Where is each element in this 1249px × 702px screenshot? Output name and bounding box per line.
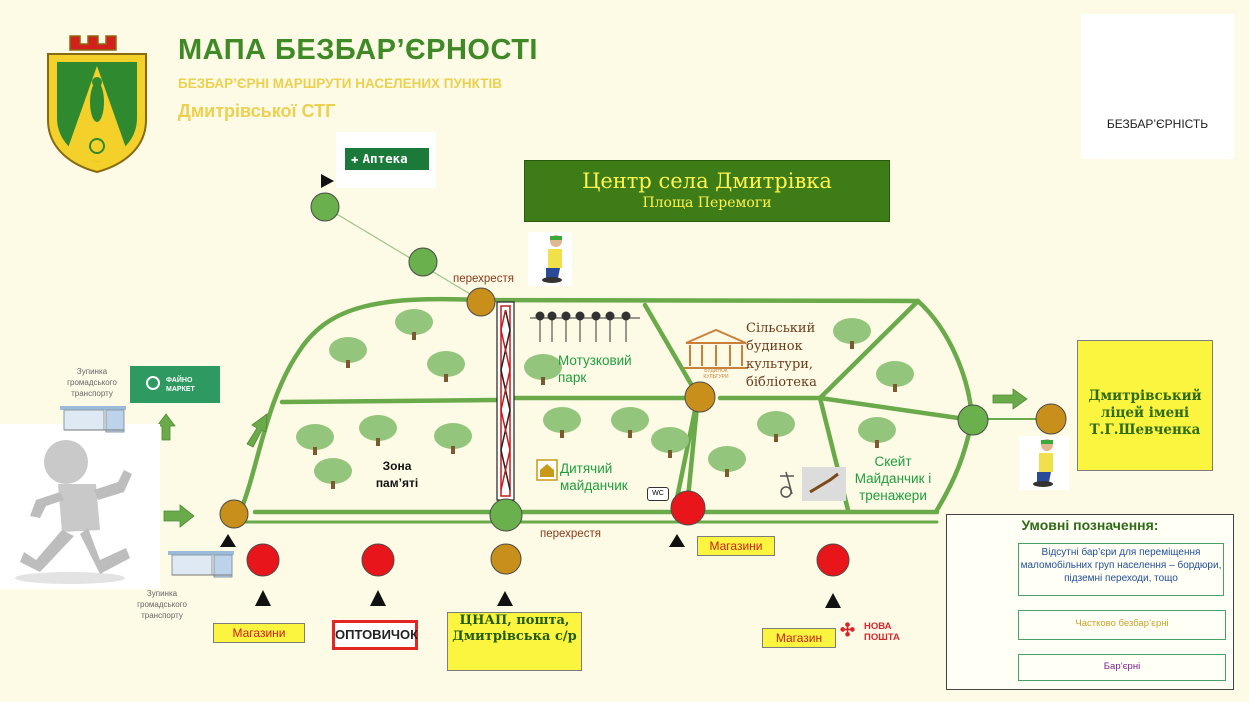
- node-red: [816, 543, 850, 577]
- bus-stop-icon: [60, 406, 126, 433]
- culture-house-label: Сільський будинок культури, бібліотека: [746, 321, 817, 390]
- tree-icon: [524, 354, 562, 385]
- tree-icon: [395, 309, 433, 340]
- path-to-pharmacy: [324, 206, 481, 301]
- crossing-top-label: перехрестя: [453, 273, 514, 285]
- optovychok-sign[interactable]: ОПТОВИЧОК: [332, 620, 418, 650]
- arrow-up-icon: [156, 413, 176, 441]
- ornament-strip: [496, 301, 515, 501]
- fayno-line1: ФАЙНО: [166, 377, 193, 384]
- playground-label: Дитячий майданчик: [560, 461, 628, 493]
- lyceum-card[interactable]: Дмитрівський ліцей імені Т.Г.Шевченка: [1077, 340, 1213, 471]
- tree-icon: [329, 337, 367, 368]
- pharmacy-sign[interactable]: ✚Аптека: [345, 148, 429, 170]
- cnap-card[interactable]: ЦНАП, пошта, Дмитрівська с/р: [447, 612, 582, 671]
- tree-icon: [296, 424, 334, 455]
- running-person-icon: [0, 424, 160, 589]
- node-orange: [684, 381, 716, 413]
- nova-line1: НОВА: [864, 621, 892, 632]
- memory-zone-label: Зона пам’яті: [375, 459, 419, 490]
- tree-icon: [543, 407, 581, 438]
- tree-icon: [876, 361, 914, 392]
- pointer-icon: [255, 590, 271, 606]
- node-orange: [219, 499, 249, 529]
- legend-title: Умовні позначення:: [1021, 517, 1159, 533]
- road-network: [237, 296, 975, 524]
- node-orange: [1035, 403, 1067, 435]
- rope-park-icon: [530, 311, 640, 342]
- gym-equipment-icon: [780, 471, 794, 498]
- tree-icon: [708, 446, 746, 477]
- culture-house-sign: БУДИНОК КУЛЬТУРИ: [703, 368, 729, 380]
- nova-poshta-sign[interactable]: ✣ НОВА ПОШТА: [840, 616, 920, 646]
- legend-panel: Умовні позначення: Відсутні бар’єри для …: [946, 514, 1234, 690]
- shops-left-card[interactable]: Магазини: [213, 623, 305, 643]
- fayno-logo-icon: [146, 376, 160, 390]
- brand-logo-text: БЕЗБАР’ЄРНІСТЬ: [1106, 117, 1209, 131]
- node-orange: [466, 287, 496, 317]
- coat-of-arms: [47, 35, 147, 174]
- bus-stop-icon: [168, 551, 234, 578]
- tree-icon: [611, 407, 649, 438]
- tree-icon: [434, 423, 472, 454]
- tree-icon: [757, 411, 795, 442]
- center-title: Центр села Дмитрівка: [582, 169, 832, 193]
- wheelchair-user-icon: [528, 232, 572, 286]
- center-subtitle: Площа Перемоги: [642, 195, 772, 211]
- legend-red-text: Бар’єрні: [1018, 654, 1226, 681]
- fayno-line2: МАРКЕТ: [166, 386, 195, 393]
- playground-icon: [536, 459, 558, 481]
- tree-icon: [858, 417, 896, 448]
- skate-park-label: Скейт Майданчик і тренажери: [854, 454, 932, 503]
- brand-logo-card: БЕЗБАР’ЄРНІСТЬ: [1081, 14, 1234, 159]
- node-orange: [490, 543, 522, 575]
- pointer-icon: [825, 593, 841, 608]
- arrow-up-right-icon: [246, 413, 268, 448]
- pharmacy-label: Аптека: [362, 151, 408, 166]
- bus-stop-top-label: Зупинка громадського транспорту: [67, 367, 117, 398]
- pointer-icon: [220, 534, 236, 547]
- tree-group: [296, 309, 914, 489]
- page-title: МАПА БЕЗБАР’ЄРНОСТІ: [178, 34, 538, 66]
- pointer-icon: [370, 590, 386, 606]
- fayno-market-sign[interactable]: ФАЙНО МАРКЕТ: [130, 366, 220, 403]
- pointer-icon: [497, 591, 513, 606]
- node-green: [408, 247, 438, 277]
- legend-green-text: Відсутні бар’єри для переміщення маломоб…: [1018, 543, 1224, 596]
- tree-icon: [651, 427, 689, 458]
- node-green: [310, 192, 340, 222]
- direction-arrows: [156, 388, 1028, 528]
- pharmacy-cross-icon: ✚: [351, 151, 359, 166]
- nova-line2: ПОШТА: [864, 632, 900, 643]
- arrow-right-icon: [163, 504, 195, 528]
- node-green: [957, 404, 989, 436]
- node-red: [246, 543, 280, 577]
- arrow-right-icon: [992, 388, 1028, 410]
- lyceum-label: Дмитрівський ліцей імені Т.Г.Шевченка: [1088, 388, 1202, 438]
- culture-house-icon: [684, 328, 748, 369]
- shop-right-card[interactable]: Магазин: [762, 628, 836, 648]
- pointer-icon: [321, 174, 334, 188]
- rope-park-label: Мотузковий парк: [558, 353, 632, 385]
- tree-icon: [833, 318, 871, 349]
- skate-icon: [802, 467, 846, 501]
- nova-poshta-logo-icon: ✣: [840, 620, 856, 640]
- tree-icon: [427, 351, 465, 382]
- node-green: [489, 498, 523, 532]
- shops-mid-card[interactable]: Магазини: [697, 536, 775, 556]
- wc-sign: WC: [647, 487, 669, 501]
- village-center-banner: Центр села Дмитрівка Площа Перемоги: [524, 160, 890, 222]
- pointer-icon: [669, 534, 685, 547]
- node-red: [361, 543, 395, 577]
- page-subtitle: БЕЗБАР’ЄРНІ МАРШРУТИ НАСЕЛЕНИХ ПУНКТІВ: [178, 76, 502, 91]
- wheelchair-user-icon: [1019, 436, 1069, 490]
- tree-icon: [359, 415, 397, 446]
- nodes: [131, 192, 1067, 577]
- community-name: Дмитрівської СТГ: [178, 101, 336, 121]
- tree-icon: [314, 458, 352, 489]
- node-red: [670, 490, 706, 526]
- bus-stop-bottom-label: Зупинка громадського транспорту: [137, 589, 187, 620]
- legend-orange-text: Частково безбар’єрні: [1018, 610, 1226, 640]
- crossing-bottom-label: перехрестя: [540, 528, 601, 540]
